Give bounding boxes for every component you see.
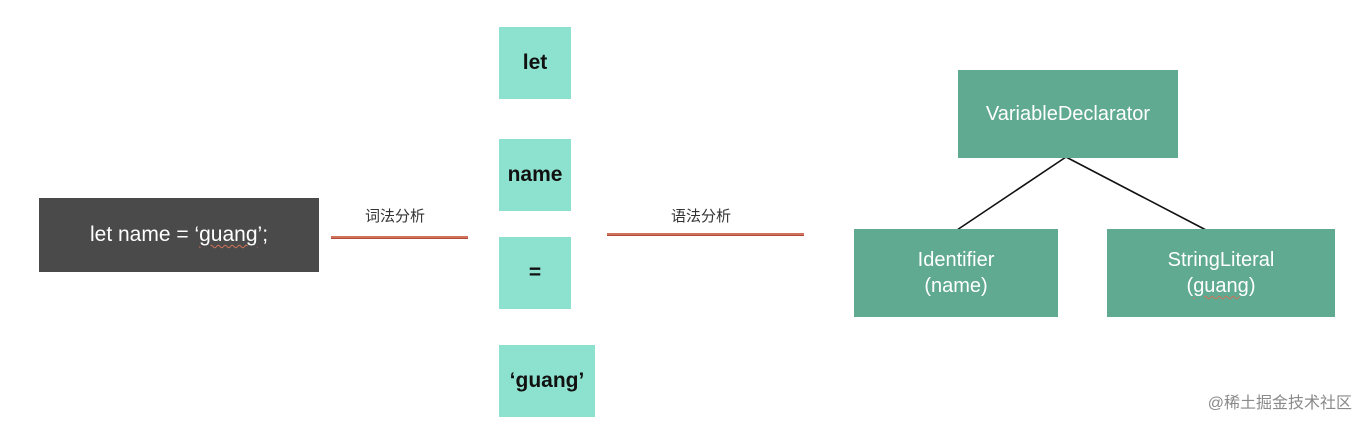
ast-node-string-literal: StringLiteral (guang) — [1107, 229, 1335, 317]
source-code-box: let name = ‘guang’; — [39, 198, 319, 272]
token-guang-text: ‘guang’ — [509, 369, 585, 392]
syntax-analysis-label: 语法分析 — [671, 208, 732, 225]
string-literal-type: StringLiteral — [1167, 249, 1275, 271]
source-code-text: let name = ‘guang’; — [89, 223, 269, 246]
token-guang: ‘guang’ — [499, 345, 595, 417]
token-let: let — [499, 27, 571, 99]
edge-root-to-stringliteral — [1065, 156, 1207, 231]
source-code-highlight: guang — [199, 223, 258, 246]
edge-root-to-identifier — [956, 156, 1067, 231]
ast-node-variable-declarator: VariableDeclarator — [958, 70, 1178, 158]
ast-node-identifier: Identifier (name) — [854, 229, 1058, 317]
token-equals: = — [499, 237, 571, 309]
identifier-type: Identifier — [917, 249, 995, 271]
lexical-analysis-line — [331, 236, 468, 239]
string-literal-highlight: guang — [1193, 275, 1249, 297]
watermark: @稀土掘金技术社区 — [1207, 395, 1352, 412]
identifier-value: (name) — [924, 275, 988, 297]
string-literal-value: (guang) — [1186, 275, 1256, 297]
lexical-analysis-label: 词法分析 — [365, 208, 426, 225]
token-name: name — [499, 139, 571, 211]
syntax-analysis-line — [607, 233, 804, 236]
ast-root-label: VariableDeclarator — [985, 103, 1151, 125]
